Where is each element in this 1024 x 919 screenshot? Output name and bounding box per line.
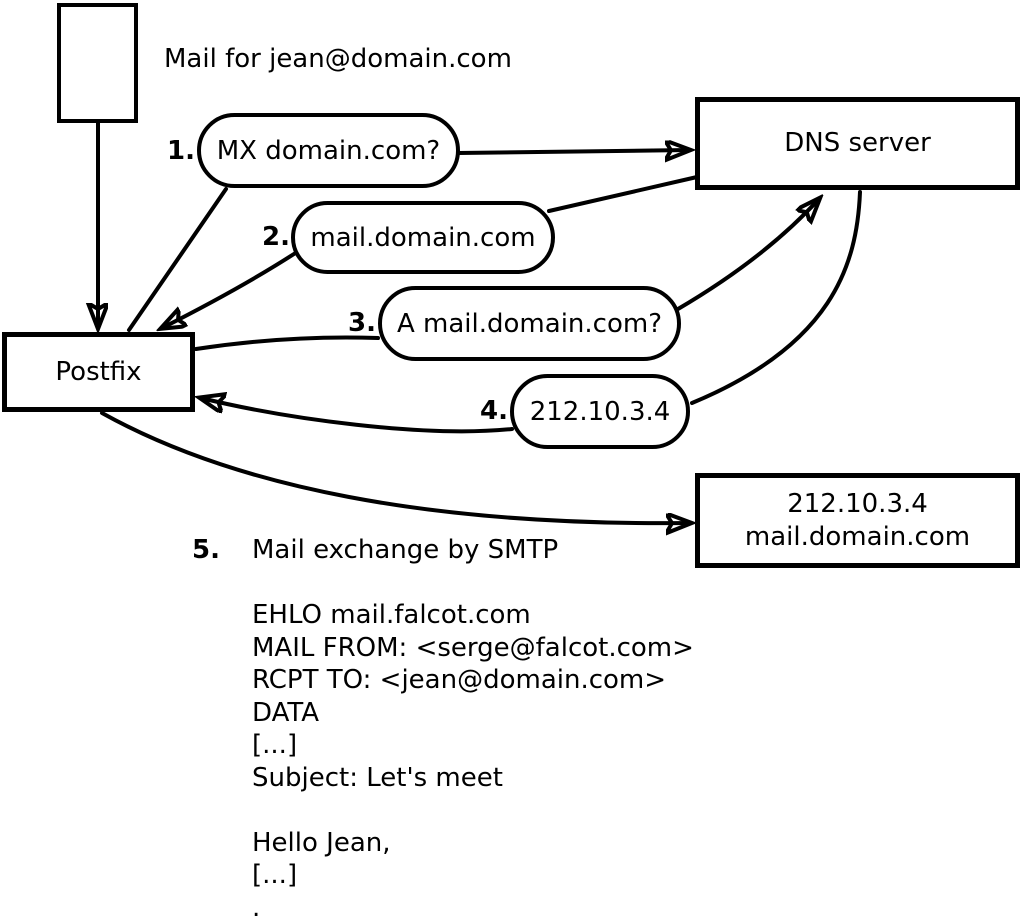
step1-label: MX domain.com? (216, 135, 441, 166)
postfix-node: Postfix (2, 332, 195, 412)
arrow-step4-to-postfix (201, 398, 514, 434)
postfix-label: Postfix (55, 356, 142, 387)
step4-response-bubble: 212.10.3.4 (510, 374, 690, 449)
smtp-line-ehlo: EHLO mail.falcot.com (252, 600, 531, 630)
step1-number: 1. (167, 136, 195, 166)
step4-label: 212.10.3.4 (529, 396, 671, 427)
step5-label: Mail exchange by SMTP (252, 535, 559, 565)
smtp-line-end-dot: . (252, 892, 261, 919)
smtp-line-ellipsis-2: [...] (252, 860, 298, 890)
step3-label: A mail.domain.com? (397, 308, 662, 339)
arrow-step2-to-postfix (162, 250, 299, 328)
step2-response-bubble: mail.domain.com (291, 201, 555, 274)
smtp-line-ellipsis-1: [...] (252, 730, 298, 760)
step2-number: 2. (262, 222, 290, 252)
smtp-session-text: EHLO mail.falcot.com MAIL FROM: <serge@f… (252, 599, 694, 919)
line-postfix-to-step1 (127, 187, 228, 332)
smtp-line-hello: Hello Jean, (252, 827, 391, 858)
step5-number: 5. (192, 535, 220, 565)
smtp-line-blank (252, 794, 694, 827)
mail-message-icon (57, 3, 138, 123)
mail-server-node: 212.10.3.4 mail.domain.com (695, 473, 1020, 568)
line-dns-to-step2 (547, 175, 699, 213)
smtp-line-data: DATA (252, 697, 319, 728)
step3-query-bubble: A mail.domain.com? (378, 286, 681, 361)
smtp-line-subject: Subject: Let's meet (252, 762, 503, 793)
step2-label: mail.domain.com (310, 222, 536, 253)
line-postfix-to-step3 (194, 335, 380, 351)
mail-server-ip: 212.10.3.4 (787, 488, 928, 519)
arrow-step1-to-dns (456, 150, 689, 153)
step4-number: 4. (480, 396, 508, 426)
step1-query-bubble: MX domain.com? (197, 113, 460, 188)
arrow-step3-to-dns (676, 199, 819, 311)
dns-server-node: DNS server (695, 97, 1020, 190)
dns-server-label: DNS server (784, 128, 931, 158)
line-dns-to-step4 (690, 190, 862, 405)
smtp-line-rcpt-to: RCPT TO: <jean@domain.com> (252, 665, 667, 695)
mail-server-hostname: mail.domain.com (744, 521, 971, 552)
smtp-line-mail-from: MAIL FROM: <serge@falcot.com> (252, 632, 694, 663)
diagram-title: Mail for jean@domain.com (164, 44, 512, 74)
step3-number: 3. (348, 308, 376, 338)
arrow-postfix-to-mailserver (100, 411, 690, 523)
